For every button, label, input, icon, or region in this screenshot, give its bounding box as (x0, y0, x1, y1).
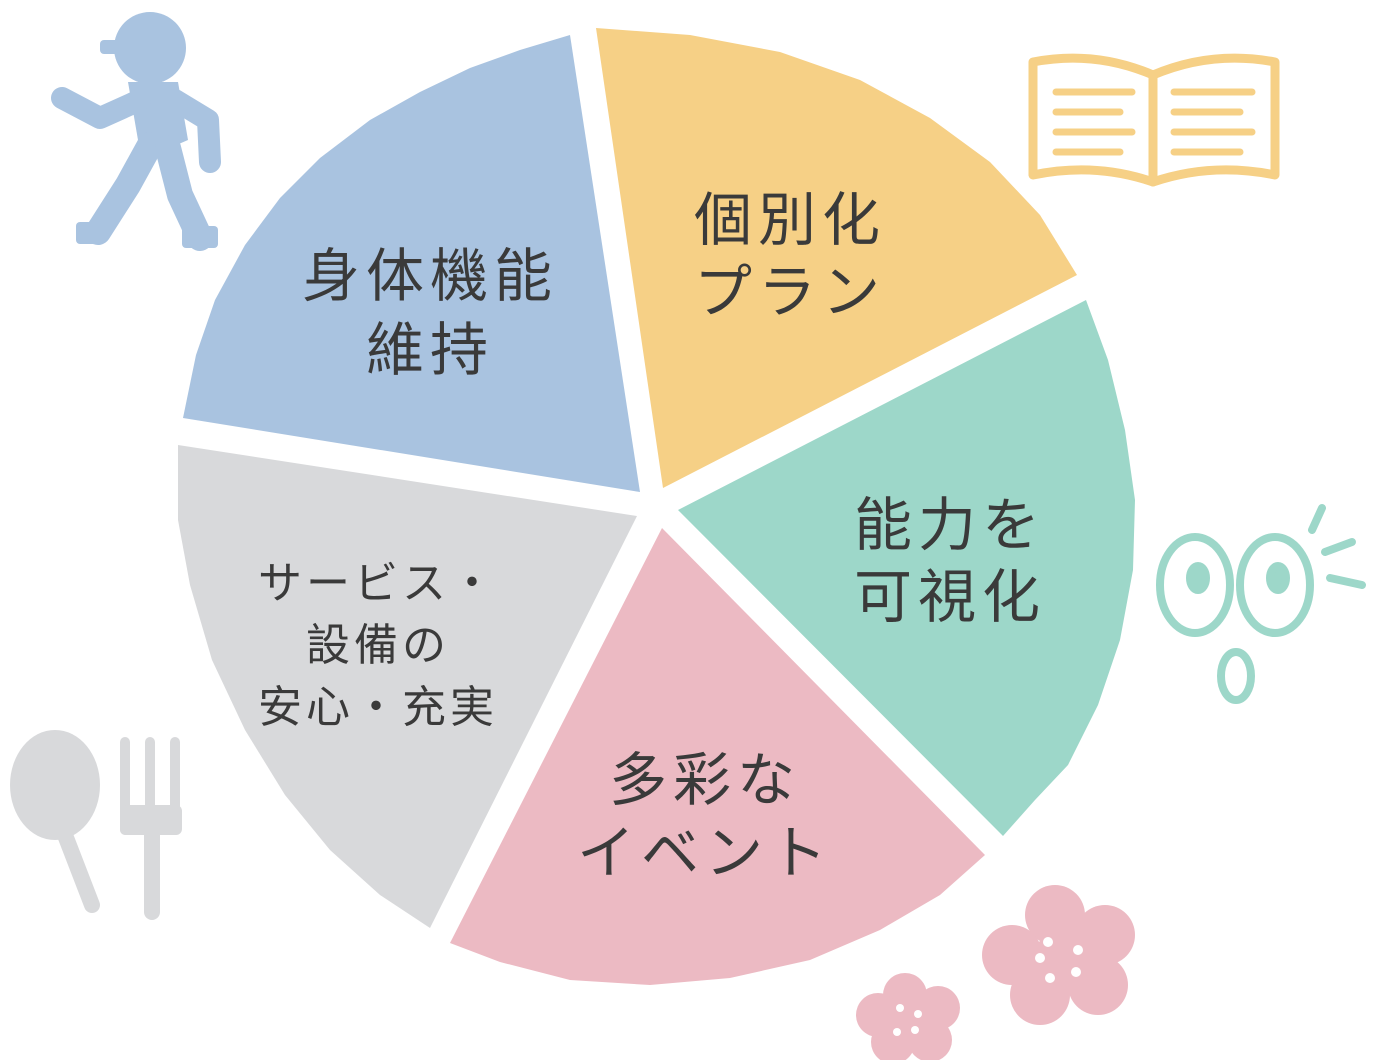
label-plan: 個別化 プラン (694, 186, 886, 326)
label-visual-line1: 能力を (854, 491, 1046, 559)
eyes-icon (1156, 504, 1366, 704)
label-plan-line2: プラン (694, 258, 886, 326)
segment-plan (596, 28, 1077, 488)
spoon-fork-icon (10, 730, 182, 920)
label-visual: 能力を 可視化 (854, 491, 1046, 631)
label-event: 多彩な イベント (577, 746, 833, 887)
label-event-line1: 多彩な (609, 746, 801, 814)
label-service-line2: 設備の (306, 620, 450, 671)
label-physical-line1: 身体機能 (302, 242, 558, 310)
flowers-icon (856, 885, 1135, 1060)
segment-event (450, 528, 985, 985)
segment-physical (183, 35, 640, 492)
label-event-line2: イベント (577, 819, 833, 887)
label-visual-line2: 可視化 (854, 563, 1046, 631)
label-service-line3: 安心・充実 (258, 682, 498, 733)
segment-service (178, 445, 637, 928)
label-plan-line1: 個別化 (694, 186, 886, 254)
segment-visual (678, 300, 1135, 836)
label-physical: 身体機能 維持 (302, 242, 558, 384)
label-service: サービス・ 設備の 安心・充実 (258, 558, 498, 733)
label-physical-line2: 維持 (366, 316, 494, 384)
label-service-line1: サービス・ (258, 558, 498, 609)
walking-person-icon (51, 12, 221, 251)
open-book-icon (1028, 53, 1280, 187)
